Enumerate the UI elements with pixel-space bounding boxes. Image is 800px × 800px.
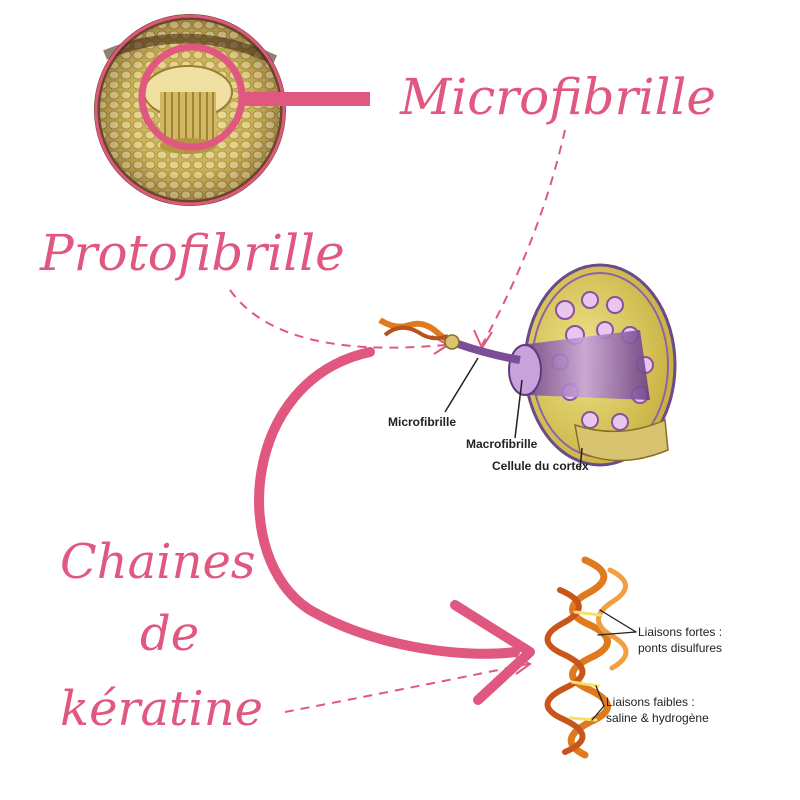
fiber-hierarchy-illustration: Microfibrille Macrofibrille Cellule du c… bbox=[378, 263, 677, 473]
pointer-bar bbox=[242, 92, 370, 106]
diagram-label-cellule: Cellule du cortex bbox=[492, 459, 589, 473]
keratin-label-fortes-2: ponts disulfures bbox=[638, 641, 722, 655]
label-protofibrille: Protofibrille bbox=[39, 224, 345, 282]
keratin-label-fortes-1: Liaisons fortes : bbox=[638, 625, 722, 639]
connector-microfibrille bbox=[481, 129, 566, 346]
label-microfibrille: Microfibrille bbox=[399, 68, 716, 126]
connector-protofibrille bbox=[229, 289, 446, 349]
label-chaines-line2: de bbox=[140, 606, 199, 662]
connector-keratine bbox=[284, 663, 529, 713]
hair-cross-section-illustration bbox=[94, 14, 370, 206]
diagram-label-macrofibrille: Macrofibrille bbox=[466, 437, 538, 451]
label-chaines-line3: kératine bbox=[60, 681, 263, 737]
keratin-label-faibles-1: Liaisons faibles : bbox=[606, 695, 695, 709]
fiber-bundle bbox=[143, 65, 233, 154]
curved-arrow bbox=[254, 347, 535, 705]
keratin-helix-illustration bbox=[544, 556, 637, 759]
dashed-connectors bbox=[229, 129, 566, 713]
keratin-label-faibles-2: saline & hydrogène bbox=[606, 711, 709, 725]
diagram-label-microfibrille: Microfibrille bbox=[388, 415, 456, 429]
label-chaines-line1: Chaines bbox=[60, 534, 256, 590]
